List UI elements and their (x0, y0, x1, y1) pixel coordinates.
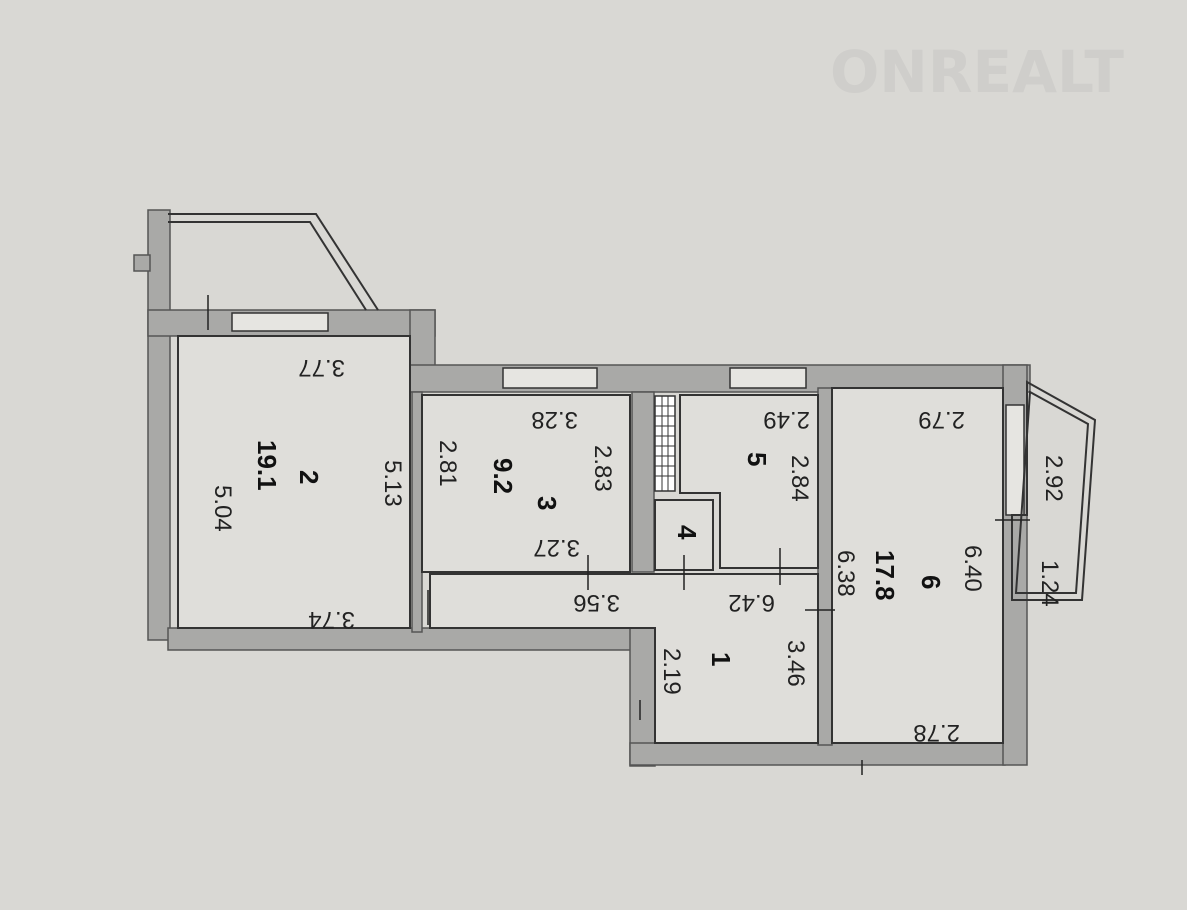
room-5-dim-right: 2.84 (786, 455, 813, 502)
room-2-dim-left: 5.04 (209, 485, 236, 532)
room-1-dim-top: 3.56 (573, 589, 620, 616)
room-3-dim-bottom: 3.27 (533, 534, 580, 561)
room-6 (831, 387, 1004, 744)
room-3-dim-top: 3.28 (531, 406, 578, 433)
room-5-number: 5 (742, 452, 772, 466)
room-6-area: 17.8 (870, 550, 900, 601)
room-1 (429, 573, 819, 744)
room-5-dim-top: 2.49 (763, 406, 810, 433)
room-2-area: 19.1 (252, 440, 282, 491)
room-2-dim-bottom: 3.74 (308, 606, 355, 633)
room-1-number: 1 (706, 652, 736, 666)
room-3 (421, 394, 631, 573)
room-6-number: 6 (916, 575, 946, 589)
room-4-number: 4 (672, 525, 702, 540)
balcony-left (168, 213, 379, 332)
room-6-dim-top: 2.79 (918, 406, 965, 433)
room-6-dim-bottom: 2.78 (913, 719, 960, 746)
watermark: ONREALT (830, 38, 1124, 106)
shaft-hatch-grid (655, 396, 675, 491)
balcony-right (1011, 380, 1097, 601)
room-5 (679, 394, 819, 569)
windows (502, 367, 1025, 516)
labels: 3.77 5.04 5.13 3.74 2 19.1 3.28 2.81 2.8… (209, 354, 1067, 746)
balcony-dim-width: 1.24 (1036, 560, 1063, 607)
room-1-dim-left: 2.19 (658, 648, 685, 695)
room-3-dim-right: 2.83 (589, 445, 616, 492)
dimension-ticks (207, 295, 1030, 775)
shaft-hatch (654, 395, 676, 492)
room-2-number: 2 (294, 470, 324, 484)
room-6-dim-right: 6.40 (959, 545, 986, 592)
room-6-dim-left: 6.38 (832, 550, 859, 597)
room-3-area: 9.2 (488, 458, 518, 494)
room-3-dim-left: 2.81 (434, 440, 461, 487)
room-2-dim-right: 5.13 (379, 460, 406, 507)
room-2 (177, 335, 411, 629)
balcony-dim-length: 2.92 (1040, 455, 1067, 502)
room-1-dim-length: 6.42 (728, 589, 775, 616)
room-3-number: 3 (532, 496, 562, 510)
room-2-dim-top: 3.77 (298, 354, 345, 381)
room-1-dim-right: 3.46 (782, 640, 809, 687)
balcony-right-inner (1014, 390, 1090, 594)
